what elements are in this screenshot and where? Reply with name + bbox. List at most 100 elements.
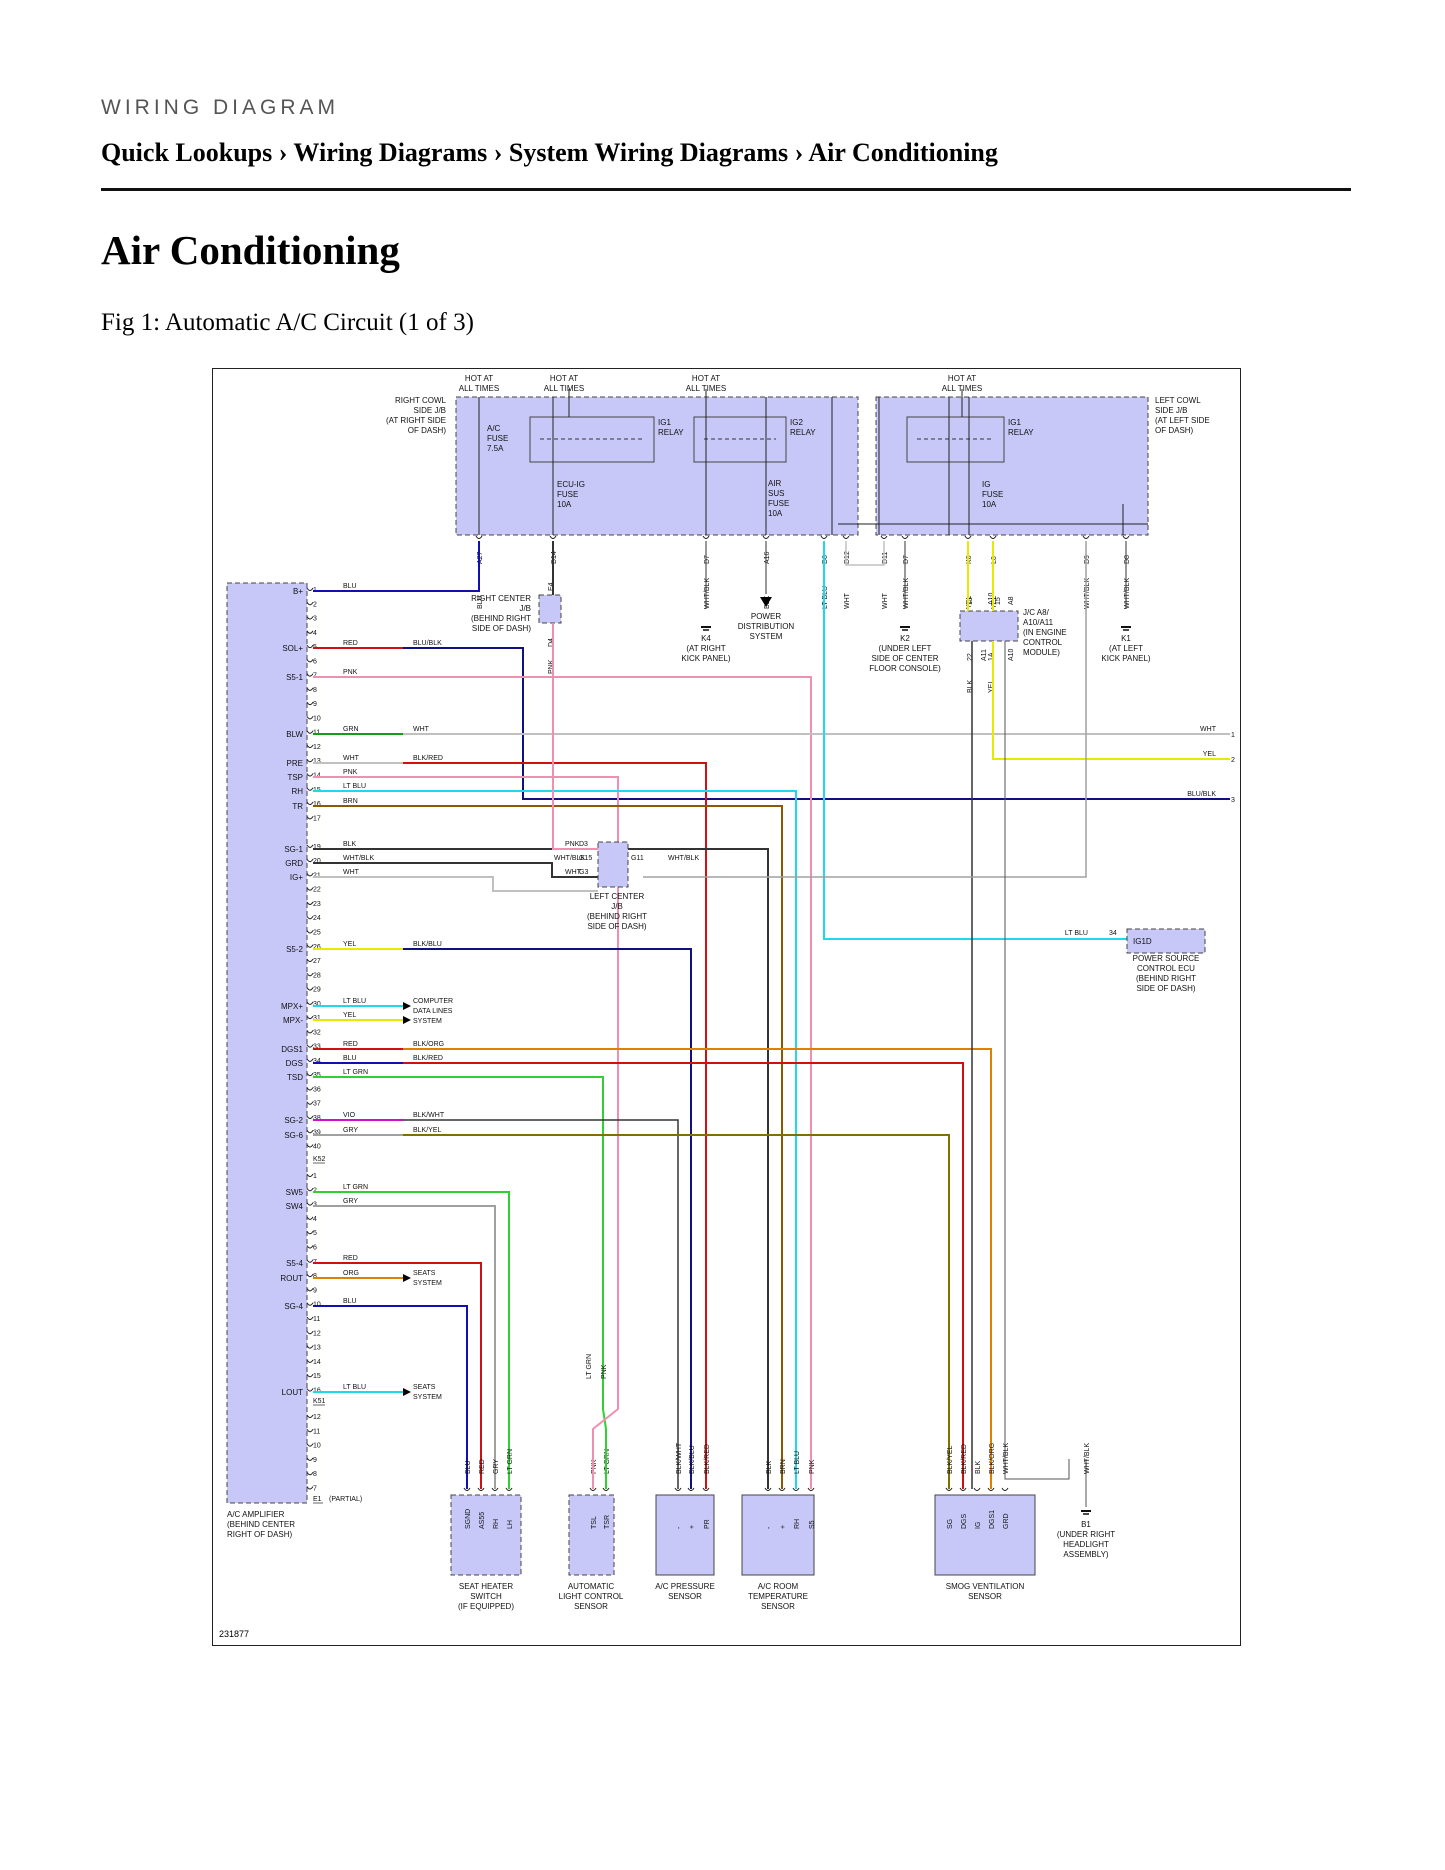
wire-color-label: BRN: [343, 798, 358, 805]
ac-fuse-label: 7.5A: [487, 444, 504, 453]
pin-number: 6: [313, 658, 317, 665]
arrow-down-icon: [760, 597, 772, 607]
pin-mark: [306, 644, 314, 649]
pin-number: 8: [313, 1471, 317, 1478]
k2-label: FLOOR CONSOLE): [869, 664, 941, 673]
pin-mark: [306, 1230, 314, 1235]
wire-color-label: GRY: [343, 1198, 358, 1205]
pin-number: 31: [313, 1015, 321, 1022]
amp-pin-label: S5-1: [286, 673, 303, 682]
k2-label: K2: [900, 634, 910, 643]
right-center-jb-label: RIGHT CENTER: [471, 594, 531, 603]
sensor-pin-label: SGND: [465, 1509, 472, 1529]
amp-pin-label: DGS: [286, 1059, 303, 1068]
wire-color-label: WHT/BLK: [903, 578, 910, 609]
room-temp-sensor-box: [741, 1494, 815, 1576]
pin-mark: [306, 1216, 314, 1220]
pin-number: 24: [313, 915, 321, 922]
pin-mark: [306, 701, 314, 706]
pin-number: 10: [313, 715, 321, 722]
pin-mark: [306, 873, 314, 877]
ig1-relay-label: IG1: [1008, 418, 1021, 427]
wire-color-label: GRY: [343, 1127, 358, 1134]
amp-pin-label: SG-4: [284, 1302, 303, 1311]
left-center-jb-label: J/B: [611, 902, 623, 911]
wire: [403, 1048, 992, 1489]
sensor-pin-label: S5: [809, 1520, 816, 1529]
pin-mark: [702, 1487, 710, 1491]
left-center-jb-label: SIDE OF DASH): [587, 922, 646, 931]
terminal-mark: [820, 535, 828, 539]
pin-mark: [945, 1487, 953, 1491]
amp-pin-label: PRE: [287, 759, 303, 768]
wire-color-label: WHT: [343, 755, 360, 762]
wire-color-label: BLK/RED: [961, 1444, 968, 1474]
seat-heater-switch-box: [450, 1494, 522, 1576]
pin-mark: [306, 915, 314, 920]
pin-number: 27: [313, 958, 321, 965]
wire-color-label: BLK/ORG: [413, 1041, 444, 1048]
wire: [403, 948, 692, 1489]
wire-color-label: PNK: [601, 1364, 608, 1379]
right-cowl-label: OF DASH): [408, 426, 447, 435]
pin-number: 25: [313, 929, 321, 936]
pin-mark: [306, 1471, 314, 1476]
ig-fuse-label: FUSE: [982, 490, 1003, 499]
amp-pin-label: B+: [293, 587, 303, 596]
power-distribution-label: DISTRIBUTION: [738, 622, 795, 631]
wire-color-label: PNK: [343, 669, 358, 676]
sensor-pin-label: LH: [507, 1520, 514, 1529]
wire-color-label: RED: [479, 1459, 486, 1474]
ecu-ig-fuse-label: ECU-IG: [557, 480, 585, 489]
connector-k52-label: K52: [313, 1156, 326, 1163]
wire-color-label: BLK/YEL: [947, 1445, 954, 1474]
sensor-pin-label: AS55: [479, 1512, 486, 1529]
terminal-label: 15: [967, 597, 974, 605]
air-sus-fuse-label: 10A: [768, 509, 783, 518]
amp-pin-label: MPX+: [281, 1002, 303, 1011]
auto-light-label: LIGHT CONTROL: [559, 1592, 624, 1601]
connector-k51-label: K51: [313, 1398, 326, 1405]
pin-mark: [306, 1072, 314, 1077]
wire-color-label: BLK/RED: [413, 755, 443, 762]
left-center-jb-box: [597, 841, 629, 888]
k4-label: K4: [701, 634, 711, 643]
terminal-label: D14: [551, 551, 558, 564]
seats-label: SEATS: [413, 1270, 436, 1277]
auto-light-label: SENSOR: [574, 1602, 608, 1611]
sensor-pin-label: -: [766, 1526, 773, 1529]
left-cowl-label: (AT LEFT SIDE: [1155, 416, 1210, 425]
pin-mark: [306, 601, 314, 606]
breadcrumb[interactable]: Quick Lookups › Wiring Diagrams › System…: [101, 138, 998, 167]
pin-mark: [807, 1487, 815, 1491]
computer-data-label: COMPUTER: [413, 998, 453, 1005]
right-cowl-label: RIGHT COWL: [395, 396, 447, 405]
terminal-label: D4: [548, 638, 555, 647]
pin-mark: [306, 1015, 314, 1020]
pin-mark: [306, 944, 314, 948]
wire: [592, 1379, 619, 1489]
pin-number: 1: [313, 1173, 317, 1180]
pin-number: 39: [313, 1129, 321, 1136]
pin-number: 30: [313, 1001, 321, 1008]
ecu-ig-fuse-label: FUSE: [557, 490, 578, 499]
pin-mark: [306, 1414, 314, 1418]
wire-color-label: BLK/YEL: [413, 1127, 442, 1134]
jc-label: (IN ENGINE: [1023, 628, 1067, 637]
pin-number: 4: [313, 1216, 317, 1223]
amp-pin-label: MPX-: [283, 1016, 303, 1025]
pin-number: 14: [313, 1359, 321, 1366]
amp-pin-label: SG-6: [284, 1131, 303, 1140]
pin-number: 7: [313, 1486, 317, 1493]
pin-mark: [491, 1487, 499, 1491]
sensor-pin-label: DGS: [961, 1514, 968, 1530]
wire-color-label: GRY: [493, 1459, 500, 1474]
pressure-sensor-label: A/C PRESSURE: [655, 1582, 715, 1591]
pin-mark: [306, 1259, 314, 1263]
sensor-pin-label: +: [780, 1525, 787, 1529]
sensor-pin-label: RH: [493, 1519, 500, 1529]
power-source-label: SIDE OF DASH): [1136, 984, 1195, 993]
pin-mark: [306, 887, 314, 891]
power-source-label: POWER SOURCE: [1133, 954, 1200, 963]
terminal-label: A10: [1008, 648, 1015, 661]
